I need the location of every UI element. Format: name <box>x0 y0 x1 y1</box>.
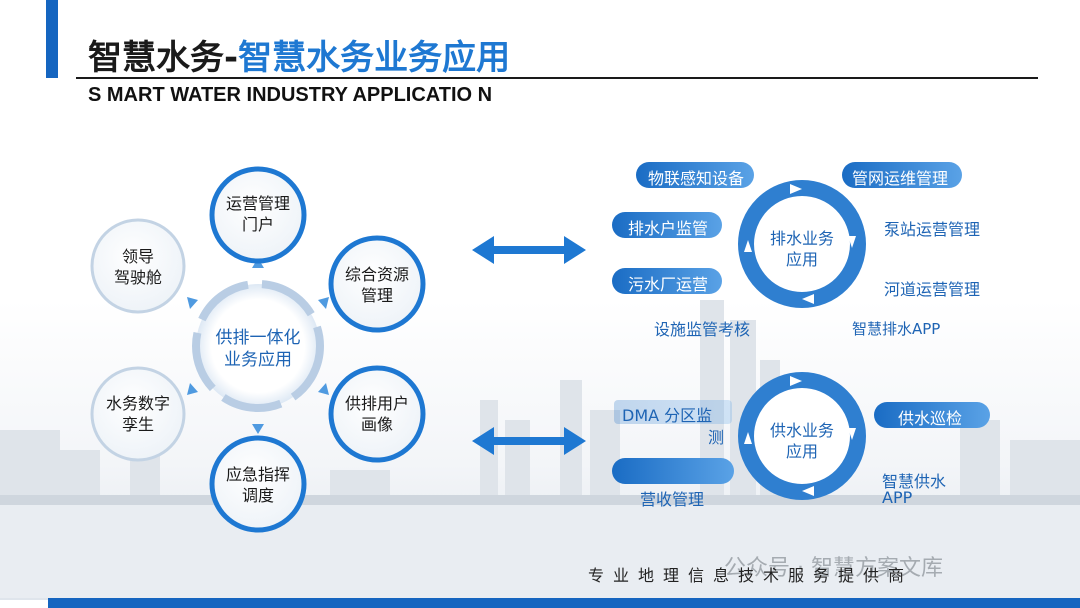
satellite-resource-line2: 管理 <box>360 286 393 305</box>
satellite-portal-line2: 门户 <box>241 215 274 234</box>
drainage-hub-label[interactable]: 排水业务 应用 <box>752 228 852 270</box>
supply-hub-line2: 应用 <box>785 442 818 461</box>
pill-billing <box>612 458 734 484</box>
drainage-item-pump[interactable]: 泵站运营管理 <box>884 220 981 239</box>
page-subtitle: S MART WATER INDUSTRY APPLICATIO N <box>88 84 493 106</box>
arrow-marker-bl <box>187 383 198 395</box>
satellite-cockpit-line1: 领导 <box>121 247 154 266</box>
drainage-hub-ring <box>738 180 866 308</box>
satellite-twin[interactable]: 水务数字 孪生 <box>88 393 188 435</box>
supply-item-dma[interactable]: DMA 分区监 <box>622 406 713 425</box>
double-arrow-top <box>472 236 586 264</box>
title-part2: 智慧水务业务应用 <box>238 38 511 78</box>
satellite-circle-resource <box>328 235 426 333</box>
satellite-circle-portal <box>209 166 307 264</box>
supply-hub-line1: 供水业务 <box>769 421 834 440</box>
drainage-item-river[interactable]: 河道运营管理 <box>884 280 981 299</box>
arrow-marker-bottom <box>252 424 264 434</box>
satellite-emergency[interactable]: 应急指挥 调度 <box>208 464 308 506</box>
supply-hub-ring <box>738 372 866 500</box>
satellite-resource-line1: 综合资源 <box>344 265 409 284</box>
center-ring <box>192 280 324 412</box>
satellite-twin-line1: 水务数字 <box>105 394 170 413</box>
drainage-item-sewage[interactable]: 污水厂运营 <box>628 275 709 294</box>
satellite-circle-emergency <box>209 435 307 533</box>
pill-dma <box>614 400 732 424</box>
satellite-emergency-line2: 调度 <box>241 486 274 505</box>
center-label-line1: 供排一体化 <box>215 328 301 348</box>
satellite-user-line1: 供排用户 <box>344 394 409 413</box>
drainage-item-iot[interactable]: 物联感知设备 <box>648 169 745 188</box>
satellite-circle-user <box>328 365 426 463</box>
pill-sewage-plant <box>612 268 722 294</box>
satellite-portal-line1: 运营管理 <box>225 194 290 213</box>
supply-item-dma-cont: 测 <box>708 428 725 447</box>
satellite-portal[interactable]: 运营管理 门户 <box>208 193 308 235</box>
pill-discharge-users <box>612 212 722 238</box>
double-arrow-bottom <box>472 427 586 455</box>
satellite-twin-line2: 孪生 <box>121 415 154 434</box>
accent-bar <box>46 0 58 78</box>
satellite-emergency-line1: 应急指挥 <box>225 465 290 484</box>
center-label-line2: 业务应用 <box>224 350 292 370</box>
center-label: 供排一体化 业务应用 <box>198 327 318 371</box>
supply-item-app-cont: APP <box>882 488 913 507</box>
drainage-hub-line1: 排水业务 <box>769 229 834 248</box>
satellite-resource[interactable]: 综合资源 管理 <box>327 264 427 306</box>
title-part1: 智慧水务- <box>88 38 239 78</box>
satellite-user[interactable]: 供排用户 画像 <box>327 393 427 435</box>
satellite-circle-cockpit <box>90 218 186 314</box>
satellite-cockpit[interactable]: 领导 驾驶舱 <box>88 246 188 288</box>
supply-item-patrol[interactable]: 供水巡检 <box>898 409 963 428</box>
drainage-item-discharge[interactable]: 排水户监管 <box>628 219 709 238</box>
supply-item-app[interactable]: 智慧供水 <box>882 472 947 491</box>
title-underline <box>76 77 1038 79</box>
arrow-marker-tr <box>318 297 329 309</box>
bottom-bar <box>48 598 1080 608</box>
pill-patrol <box>874 402 990 428</box>
supply-item-billing[interactable]: 营收管理 <box>640 490 705 509</box>
pill-iot-devices <box>636 162 754 188</box>
watermark: 公众号 · 智慧方案文库 <box>724 556 943 581</box>
page-title: 智慧水务-智慧水务业务应用 <box>88 30 510 79</box>
drainage-hub-line2: 应用 <box>785 250 818 269</box>
footer-slogan: 专业地理信息技术服务提供商 <box>588 566 914 585</box>
satellite-circle-twin <box>90 366 186 462</box>
pill-network-ops <box>842 162 962 188</box>
satellite-user-line2: 画像 <box>360 415 393 434</box>
drainage-item-facility[interactable]: 设施监管考核 <box>654 320 751 339</box>
arrow-marker-br <box>318 383 329 395</box>
drainage-item-network[interactable]: 管网运维管理 <box>852 169 949 188</box>
supply-hub-label[interactable]: 供水业务 应用 <box>752 420 852 462</box>
drainage-item-app[interactable]: 智慧排水APP <box>852 320 941 338</box>
satellite-cockpit-line2: 驾驶舱 <box>113 268 162 287</box>
arrow-marker-tl <box>187 297 198 309</box>
